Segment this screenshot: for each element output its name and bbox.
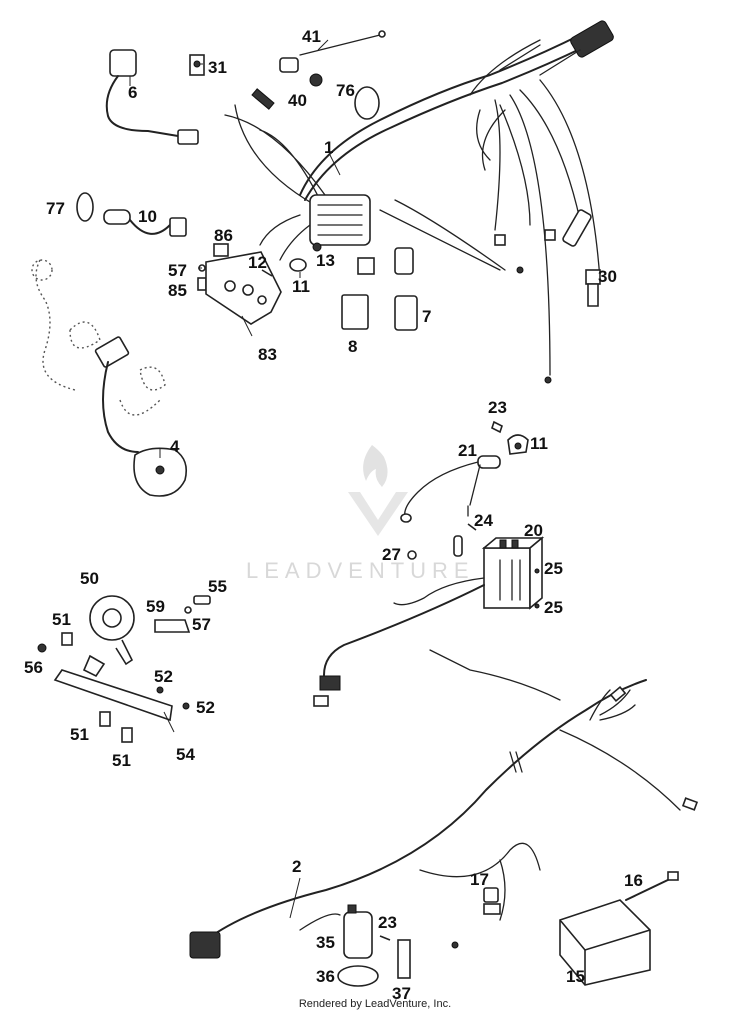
part-59-bracket (154, 619, 191, 633)
callout-51-lower: 51 (112, 751, 131, 770)
part-8-relay (341, 257, 375, 330)
callout-86: 86 (214, 226, 233, 245)
callout-52-lower: 52 (196, 698, 215, 717)
callout-27: 27 (382, 545, 401, 564)
callout-11-upper: 11 (292, 277, 310, 296)
part-83-bracket (205, 251, 282, 325)
callout-labels: 41 31 6 40 76 1 77 10 86 12 13 57 85 11 … (24, 27, 643, 1003)
callout-37: 37 (392, 984, 411, 1003)
part-57-washer-horn (184, 606, 192, 614)
part-36-holder (337, 965, 379, 987)
callout-56: 56 (24, 658, 43, 677)
part-37-clamp (397, 939, 411, 979)
part-11-clip (289, 258, 307, 272)
callout-23-upper: 23 (488, 398, 507, 417)
watermark: LEADVENTURE (246, 445, 475, 583)
callout-4: 4 (170, 437, 180, 456)
callout-6: 6 (128, 83, 137, 102)
part-54-horn-bracket (53, 654, 173, 722)
callout-25-upper: 25 (544, 559, 563, 578)
part-13-nut (312, 242, 322, 252)
part-7-flasher (394, 247, 418, 331)
part-77-ring (76, 192, 94, 222)
callout-76: 76 (336, 81, 355, 100)
callout-30: 30 (598, 267, 617, 286)
part-21-capacitor (400, 455, 501, 523)
callout-51-middle: 51 (70, 725, 89, 744)
part-55-bolt (193, 595, 211, 605)
part-23-bolt-upper (491, 420, 503, 434)
callout-8: 8 (348, 337, 357, 356)
callout-36: 36 (316, 967, 335, 986)
callout-2: 2 (292, 857, 301, 876)
callout-55: 55 (208, 577, 227, 596)
callout-24: 24 (474, 511, 493, 530)
watermark-text: LEADVENTURE (246, 558, 475, 583)
callout-23-lower: 23 (378, 913, 397, 932)
callout-83: 83 (258, 345, 277, 364)
part-23-bolt-lower (379, 935, 391, 941)
part-4-handlebar-switch (31, 259, 188, 497)
part-30-sender (585, 269, 601, 307)
callout-77: 77 (46, 199, 65, 218)
part-24-screw (467, 523, 477, 531)
callout-51-upper: 51 (52, 610, 71, 629)
part-40-switch (309, 73, 323, 87)
part-27-screw (407, 535, 463, 560)
part-86-nut (213, 243, 229, 257)
callout-31: 31 (208, 58, 227, 77)
callout-12: 12 (248, 253, 267, 272)
callout-54: 54 (176, 745, 195, 764)
callout-21: 21 (458, 441, 477, 460)
callout-20: 20 (524, 521, 543, 540)
leader-lines (129, 39, 341, 919)
callout-15: 15 (566, 967, 585, 986)
main-wire-harness (224, 20, 614, 384)
callout-1: 1 (324, 138, 333, 157)
part-2-rear-harness (189, 649, 699, 959)
part-16-strap (625, 871, 679, 901)
callout-16: 16 (624, 871, 643, 890)
part-12-screw (261, 269, 273, 277)
part-85-bolt (197, 277, 207, 291)
callout-57-lower: 57 (192, 615, 211, 634)
callout-57-upper: 57 (168, 261, 187, 280)
watermark-flame-icon (363, 445, 388, 487)
callout-85: 85 (168, 281, 187, 300)
watermark-v-icon (348, 492, 408, 536)
part-52-screws (156, 686, 190, 710)
callout-50: 50 (80, 569, 99, 588)
part-6-relay (105, 49, 199, 145)
callout-40: 40 (288, 91, 307, 110)
callout-52-upper: 52 (154, 667, 173, 686)
callout-7: 7 (422, 307, 431, 326)
callout-41: 41 (302, 27, 321, 46)
footer-credit: Rendered by LeadVenture, Inc. (298, 998, 452, 1010)
part-51-clips (61, 632, 133, 743)
callout-25-lower: 25 (544, 598, 563, 617)
part-15-battery (559, 899, 651, 986)
callout-17: 17 (470, 870, 489, 889)
part-10-fuse-holder (103, 209, 187, 237)
part-25-screws (534, 568, 540, 609)
part-76-band (354, 86, 380, 120)
callout-11-right: 11 (530, 434, 548, 453)
part-50-horn (89, 595, 135, 666)
callout-13: 13 (316, 251, 335, 270)
part-56-grommet (37, 643, 47, 653)
part-17-clip (483, 887, 501, 915)
callout-10: 10 (138, 207, 157, 226)
part-41-lead (279, 30, 386, 73)
part-11-clamp-right (507, 434, 529, 455)
callout-59: 59 (146, 597, 165, 616)
callout-35: 35 (316, 933, 335, 952)
part-35-capacitor (343, 904, 373, 959)
part-31-clip (189, 54, 205, 76)
